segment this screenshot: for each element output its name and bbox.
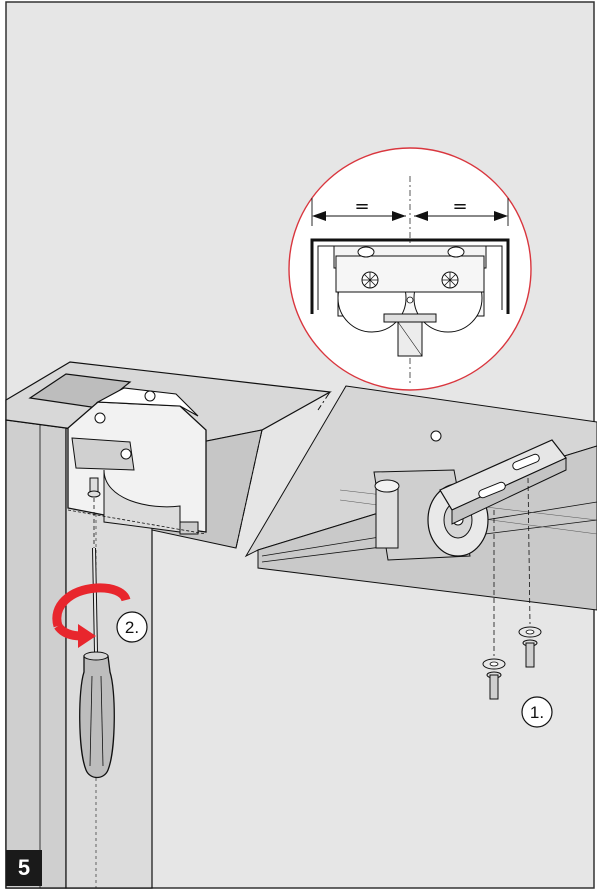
- screwdriver: [79, 547, 115, 779]
- callout-1-label: 1.: [530, 703, 544, 722]
- dimension-equal-left: =: [354, 196, 369, 217]
- step-number-badge: 5: [6, 850, 42, 886]
- callout-step-1: 1.: [521, 696, 553, 728]
- rotation-arrow-icon: [52, 583, 131, 648]
- arrowhead-icon: [414, 211, 428, 221]
- arrowhead-icon: [392, 211, 406, 221]
- arrowhead-icon: [494, 211, 508, 221]
- screws-with-washers: [482, 626, 542, 700]
- dimension-equal-right: =: [452, 196, 467, 217]
- callout-step-2: 2.: [116, 611, 148, 643]
- arrowhead-icon: [312, 211, 326, 221]
- roller-carriage: [373, 430, 567, 561]
- callout-2-label: 2.: [125, 618, 139, 637]
- guide-fixing-screw: [87, 477, 101, 548]
- top-guide-unit: [67, 387, 207, 535]
- screw-guide-lines: [493, 477, 531, 656]
- detail-magnifier: = =: [288, 147, 532, 391]
